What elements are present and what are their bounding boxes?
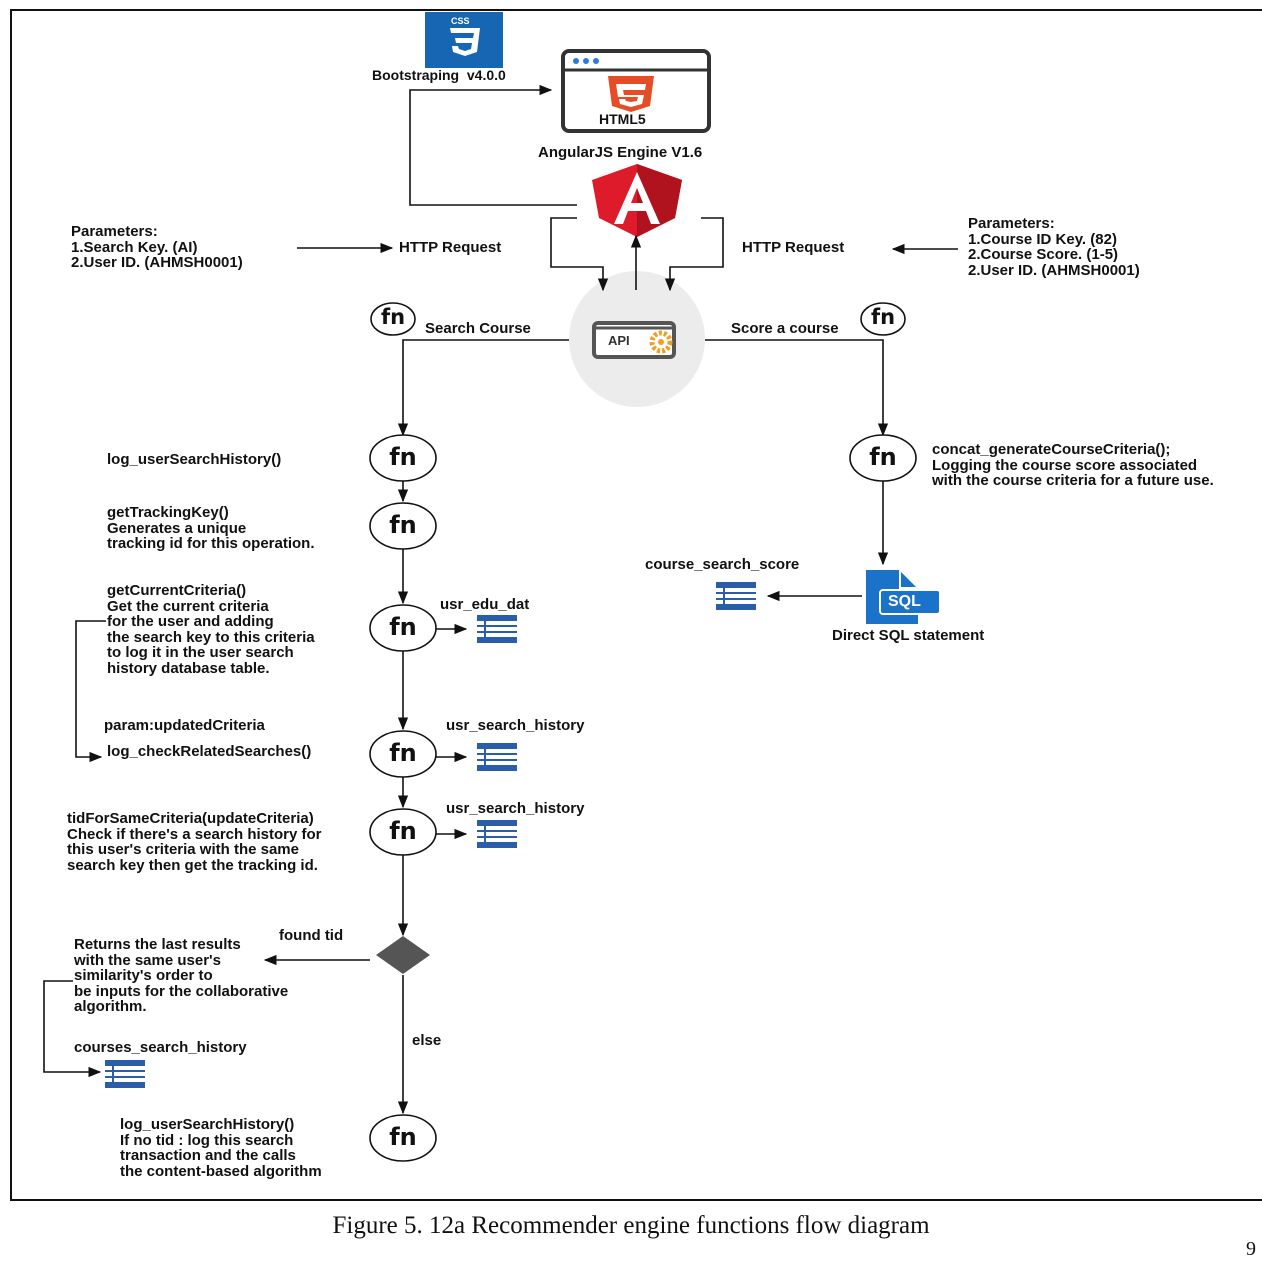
- table-course-search-score-icon: [716, 582, 756, 610]
- figure-caption: Figure 5. 12a Recommender engine functio…: [332, 1212, 930, 1239]
- final-step-text: log_userSearchHistory() If no tid : log …: [120, 1116, 322, 1180]
- else-label: else: [412, 1032, 442, 1049]
- search-course-label: Search Course: [425, 320, 531, 337]
- courses-search-history-label: courses_search_history: [74, 1039, 247, 1056]
- api-label: API: [608, 333, 630, 348]
- score-course-label: Score a course: [731, 320, 839, 337]
- table-usr-edu-dat-icon: [477, 615, 517, 643]
- table-usr-search-history-label-2: usr_search_history: [446, 800, 585, 817]
- step-get-current-criteria: getCurrentCriteria() Get the current cri…: [107, 582, 315, 677]
- returns-last-results-text: Returns the last results with the same u…: [74, 936, 289, 1015]
- right-parameters: Parameters: 1.Course ID Key. (82) 2.Cour…: [968, 215, 1140, 279]
- css3-icon: [425, 12, 503, 68]
- table-usr-search-history-icon-2: [477, 820, 517, 848]
- sql-file-icon: [866, 570, 941, 624]
- step-tid-for-same-criteria: tidForSameCriteria(updateCriteria) Check…: [67, 810, 322, 874]
- fn-final-log-user-search-history: fn: [389, 1123, 417, 1151]
- angular-icon: [592, 164, 682, 237]
- http-request-right: HTTP Request: [742, 239, 845, 256]
- api-gear-icon: [569, 271, 705, 407]
- found-tid-label: found tid: [279, 927, 344, 944]
- right-step-concat-generate: concat_generateCourseCriteria(); Logging…: [932, 441, 1214, 489]
- table-usr-search-history-label: usr_search_history: [446, 717, 585, 734]
- param-updated-criteria: param:updatedCriteria: [104, 717, 265, 734]
- html5-label: HTML5: [599, 111, 646, 127]
- table-courses-search-history-icon: [105, 1060, 145, 1088]
- fn-search-course: fn: [380, 305, 406, 329]
- sql-badge-label: SQL: [888, 593, 921, 610]
- direct-sql-label: Direct SQL statement: [832, 627, 985, 644]
- fn-concat-generate-course-criteria: fn: [869, 443, 897, 471]
- fn-log-check-related-searches: fn: [389, 739, 417, 767]
- html5-browser-icon: [561, 49, 711, 133]
- course-search-score-label: course_search_score: [645, 556, 800, 573]
- left-parameters: Parameters: 1.Search Key. (AI) 2.User ID…: [71, 223, 243, 271]
- decision-diamond: [376, 936, 430, 974]
- table-usr-edu-dat-label: usr_edu_dat: [440, 596, 530, 613]
- fn-get-tracking-key: fn: [389, 511, 417, 539]
- table-usr-search-history-icon: [477, 743, 517, 771]
- angular-label: AngularJS Engine V1.6: [538, 144, 703, 161]
- step-log-check-related-searches: log_checkRelatedSearches(): [107, 743, 312, 760]
- step-log-user-search-history: log_userSearchHistory(): [107, 451, 282, 468]
- http-request-left: HTTP Request: [399, 239, 502, 256]
- fn-tid-for-same-criteria: fn: [389, 817, 417, 845]
- fn-score-course: fn: [870, 305, 896, 329]
- page-number: 9: [1246, 1238, 1256, 1260]
- step-get-tracking-key: getTrackingKey() Generates a unique trac…: [107, 504, 315, 552]
- css3-badge-label: CSS: [451, 16, 470, 26]
- figure-frame: [10, 9, 1262, 1201]
- fn-get-current-criteria: fn: [389, 613, 417, 641]
- bootstrap-label: Bootstraping v4.0.0: [372, 67, 506, 83]
- fn-log-user-search-history: fn: [389, 443, 417, 471]
